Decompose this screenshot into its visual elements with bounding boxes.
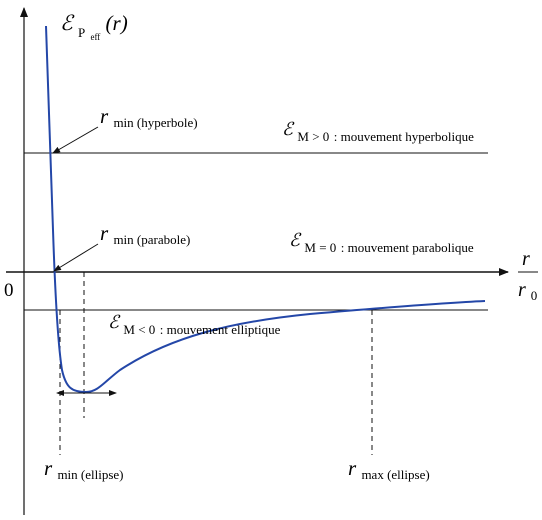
y-axis-label-argument: (r) [106, 11, 128, 35]
rmax-ellipse-label-subscript: max (ellipse) [361, 467, 429, 482]
hyperbolic-level-subscript: M > 0 [297, 129, 329, 144]
hyperbolic-level-symbol: ℰ [282, 119, 295, 140]
x-axis-label-denominator-main: r [518, 279, 526, 301]
x-axis-label-denominator: r 0 [518, 279, 537, 303]
origin-label: 0 [4, 280, 14, 301]
rmin-ellipse-label-main: r [44, 456, 53, 480]
rmin-hyperbole-label-subscript: min (hyperbole) [113, 115, 197, 130]
rmax-ellipse-label-main: r [348, 456, 357, 480]
parabolic-level-label: ℰ M = 0 : mouvement parabolique [289, 230, 474, 256]
elliptic-level-text: : mouvement elliptique [160, 322, 281, 337]
hyperbolic-level-label: ℰ M > 0 : mouvement hyperbolique [282, 119, 474, 145]
elliptic-level-symbol: ℰ [108, 312, 121, 333]
y-axis-label-symbol: ℰ [60, 11, 75, 35]
y-axis-label-subsubscript: eff [90, 32, 100, 42]
rmin-ellipse-label: r min (ellipse) [44, 456, 124, 482]
rmin-hyperbole-label: r min (hyperbole) [100, 104, 198, 130]
y-axis-label: ℰ P eff (r) [60, 11, 128, 45]
rmin-parabole-label-subscript: min (parabole) [113, 232, 190, 247]
effective-potential-curve [45, 25, 486, 394]
parabolic-level-text: : mouvement parabolique [341, 240, 474, 255]
rmin-parabole-label-main: r [100, 221, 109, 245]
rmin-hyperbole-pointer-arrow [52, 126, 99, 154]
elliptic-level-label: ℰ M < 0 : mouvement elliptique [108, 312, 281, 338]
rmin-parabole-label: r min (parabole) [100, 221, 190, 247]
elliptic-level-subscript: M < 0 [123, 322, 155, 337]
parabolic-level-symbol: ℰ [289, 230, 302, 251]
x-axis-label-numerator: r [522, 248, 530, 270]
rmin-ellipse-label-subscript: min (ellipse) [57, 467, 123, 482]
rmin-parabole-pointer-arrow [53, 243, 99, 272]
parabolic-level-subscript: M = 0 [304, 240, 336, 255]
y-axis-label-subscript: P [78, 25, 85, 40]
x-axis-label-denominator-subscript: 0 [531, 288, 538, 303]
hyperbolic-level-text: : mouvement hyperbolique [334, 129, 474, 144]
rmax-ellipse-label: r max (ellipse) [348, 456, 430, 482]
rmin-hyperbole-label-main: r [100, 104, 109, 128]
